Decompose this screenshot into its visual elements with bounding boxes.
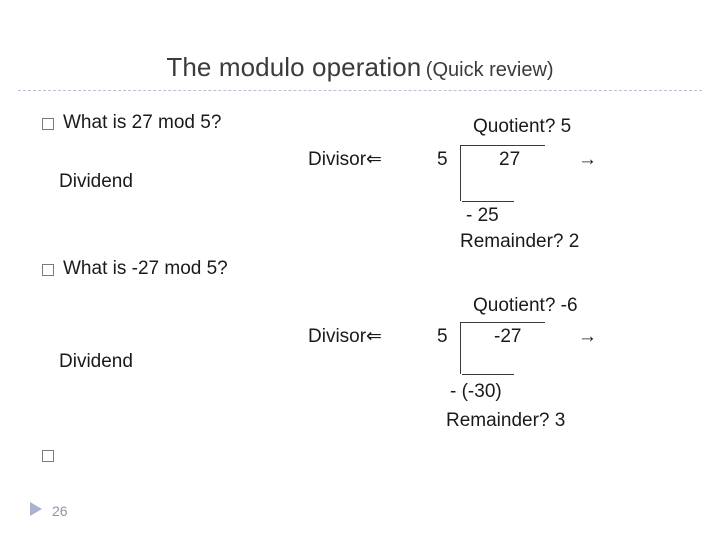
subtraction-2: - (-30) — [450, 381, 502, 402]
footer-triangle-icon — [30, 502, 42, 516]
divisor-value-2: 5 — [437, 326, 448, 347]
quotient-label-1: Quotient? 5 — [473, 116, 572, 137]
divisor-label-1: Divisor⇐ — [308, 149, 382, 170]
divisor-label-2: Divisor⇐ — [308, 326, 382, 347]
dividend-value-2: -27 — [494, 326, 522, 347]
division-underline-1 — [462, 201, 514, 202]
title-sub-text: (Quick review) — [425, 59, 554, 81]
division-underline-2 — [462, 374, 514, 375]
square-bullet-icon — [42, 264, 54, 276]
dividend-label-2: Dividend — [59, 351, 133, 372]
division-bar-vertical-2 — [460, 322, 461, 374]
square-bullet-icon — [42, 450, 54, 462]
bullet-label-2: What is -27 mod 5? — [63, 258, 228, 279]
division-bar-top-1 — [460, 145, 545, 146]
remainder-label-2: Remainder? 3 — [446, 410, 566, 431]
bullet-label-1: What is 27 mod 5? — [63, 112, 222, 133]
quotient-arrow-2: → — [578, 326, 597, 347]
title-divider — [18, 90, 702, 91]
bullet-item-3 — [42, 444, 63, 462]
division-bar-vertical-1 — [460, 145, 461, 201]
remainder-label-1: Remainder? 2 — [460, 231, 580, 252]
page-number: 26 — [52, 503, 68, 519]
bullet-item-1: What is 27 mod 5? — [42, 112, 221, 134]
subtraction-1: - 25 — [466, 205, 499, 226]
divisor-value-1: 5 — [437, 149, 448, 170]
quotient-arrow-1: → — [578, 149, 597, 170]
division-bar-top-2 — [460, 322, 545, 323]
page-title: The modulo operation (Quick review) — [0, 52, 720, 83]
bullet-item-2: What is -27 mod 5? — [42, 258, 228, 280]
dividend-value-1: 27 — [499, 149, 521, 170]
dividend-label-1: Dividend — [59, 171, 133, 192]
square-bullet-icon — [42, 118, 54, 130]
title-main-text: The modulo operation — [166, 52, 422, 82]
quotient-label-2: Quotient? -6 — [473, 295, 578, 316]
